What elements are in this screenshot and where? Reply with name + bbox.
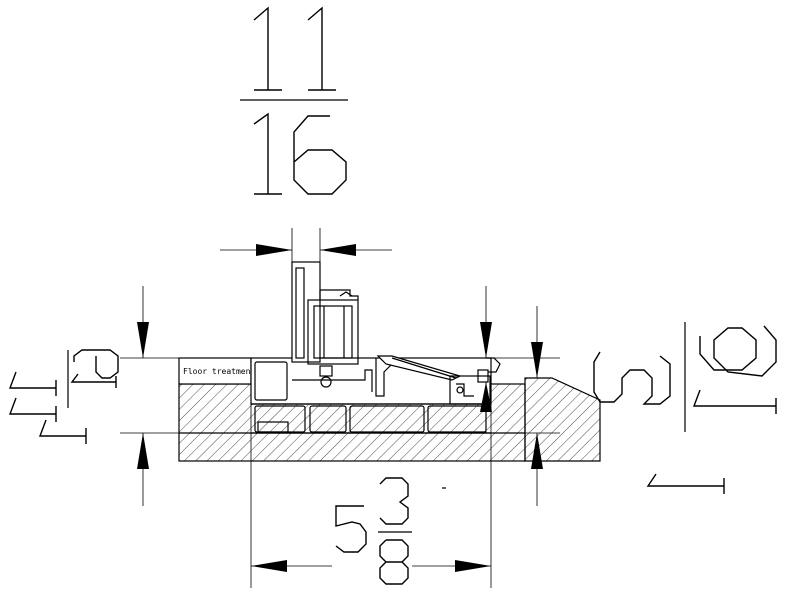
dim-top-arrow-right — [320, 244, 356, 256]
dim-top-arrow-left — [256, 244, 292, 256]
dim-right-arrow-top-b — [531, 342, 543, 378]
dim-bottom-num-glyph — [379, 477, 409, 525]
dim-bottom-arrow-right — [455, 560, 491, 572]
dim-left-height: 1 11 16 — [8, 286, 256, 506]
dim-bottom-arrow-left — [251, 560, 287, 572]
dim-top-width: 11 16 — [220, 6, 392, 360]
floor-ramp — [524, 377, 601, 462]
dim-right-arrow-bottom-b — [531, 433, 543, 469]
dim-right-glyphs — [593, 322, 777, 494]
dim-bottom-den-glyph — [379, 539, 409, 585]
dim-right-height: 1 3 16 — [480, 286, 777, 506]
frame-stile — [291, 261, 359, 388]
dim-right-arrow-top-a — [480, 322, 492, 358]
floor-treatment-label: Floor treatment — [183, 367, 255, 376]
dim-left-glyphs — [8, 349, 119, 444]
dim-top-denominator-glyphs — [253, 112, 347, 195]
dim-top-numerator-glyphs — [253, 6, 336, 91]
dim-bottom-whole-glyph — [335, 505, 367, 553]
sloped-sill — [376, 355, 462, 381]
dim-left-arrow-bottom — [137, 433, 149, 469]
dim-right-arrow-bottom-a — [480, 382, 492, 412]
threshold-profile — [250, 261, 501, 434]
dim-bottom-width: 5 3 8 — [250, 380, 492, 588]
dim-left-arrow-top — [137, 322, 149, 358]
